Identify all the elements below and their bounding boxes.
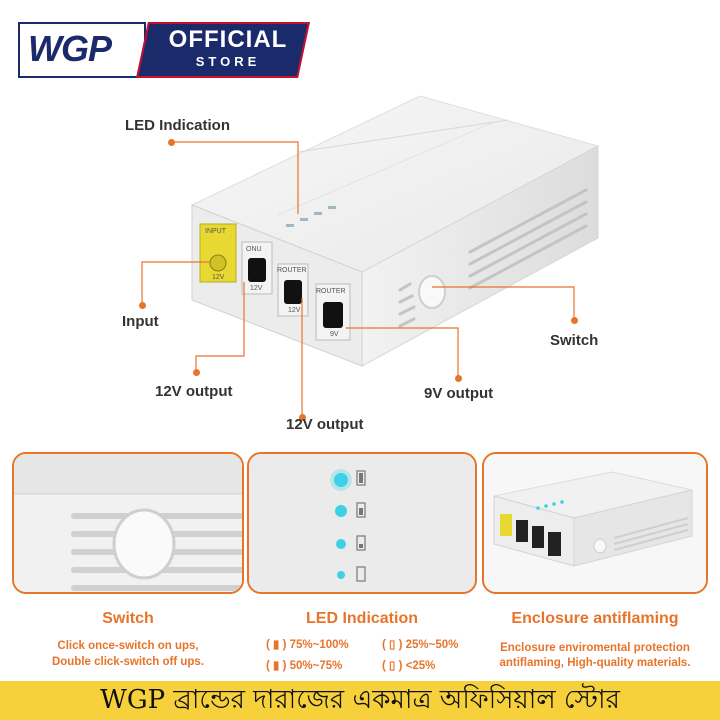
output-12v-callout-2: 12V output <box>286 416 364 433</box>
switch-feature-title: Switch <box>102 610 154 627</box>
logo-brand: WGP <box>28 28 112 69</box>
out12a-callout-dot <box>193 369 200 376</box>
port-voltage-router-1: 12V <box>288 307 301 314</box>
switch-callout-dot <box>571 317 578 324</box>
led-closeup-image <box>249 454 475 592</box>
switch-closeup-image <box>14 454 242 592</box>
logo-official: OFFICIAL <box>168 26 288 53</box>
logo-brand-box <box>18 22 146 78</box>
port-voltage-router-2: 9V <box>330 331 339 338</box>
port-voltage-input: 12V <box>212 274 225 281</box>
switch-callout: Switch <box>550 332 599 349</box>
port-label-onu: ONU <box>246 246 262 253</box>
logo-store: STORE <box>195 54 261 69</box>
led-level-1: ( ▮ ) 75%~100% <box>266 639 349 651</box>
mini-ups-device-illustration <box>141 95 600 418</box>
battery-full-icon: ▮ <box>273 639 280 651</box>
switch-feature-desc-2: Double click-switch off ups. <box>51 656 205 668</box>
out9-callout-dot <box>455 375 462 382</box>
led-level-4: ( ▯ ) <25% <box>382 660 436 672</box>
enclosure-feature-title: Enclosure antiflaming <box>511 610 679 627</box>
led-level-2: ( ▯ ) 25%~50% <box>382 639 459 651</box>
output-9v-callout: 9V output <box>424 385 494 402</box>
battery-empty-icon: ▯ <box>389 660 396 672</box>
store-banner: WGP ব্রান্ডের দারাজের একমাত্র অফিসিয়াল … <box>0 681 720 720</box>
battery-mid-icon: ▮ <box>273 660 280 672</box>
port-label-router-2: ROUTER <box>316 288 346 295</box>
led-closeup-panel <box>247 452 477 594</box>
port-label-router-1: ROUTER <box>277 267 307 274</box>
switch-closeup-panel <box>12 452 244 594</box>
enclosure-feature-desc-2: antiflaming, High-quality materials. <box>499 657 691 669</box>
battery-low-icon: ▯ <box>389 639 396 651</box>
enclosure-feature-desc-1: Enclosure enviromental protection <box>500 642 690 654</box>
switch-feature-desc-1: Click once-switch on ups, <box>57 640 199 652</box>
out12b-callout-dot <box>299 414 306 421</box>
port-label-input: INPUT <box>205 228 226 235</box>
led-level-3: ( ▮ ) 50%~75% <box>266 660 343 672</box>
led-callout-dot <box>168 139 175 146</box>
store-logo: WGP OFFICIAL STORE <box>18 22 310 78</box>
input-callout-dot <box>139 302 146 309</box>
input-callout: Input <box>122 313 159 330</box>
led-feature-title: LED Indication <box>306 610 418 627</box>
enclosure-panel <box>482 452 708 594</box>
led-indication-callout: LED Indication <box>125 117 230 134</box>
port-voltage-onu: 12V <box>250 285 263 292</box>
enclosure-image <box>484 454 706 592</box>
output-12v-callout-1: 12V output <box>155 383 233 400</box>
